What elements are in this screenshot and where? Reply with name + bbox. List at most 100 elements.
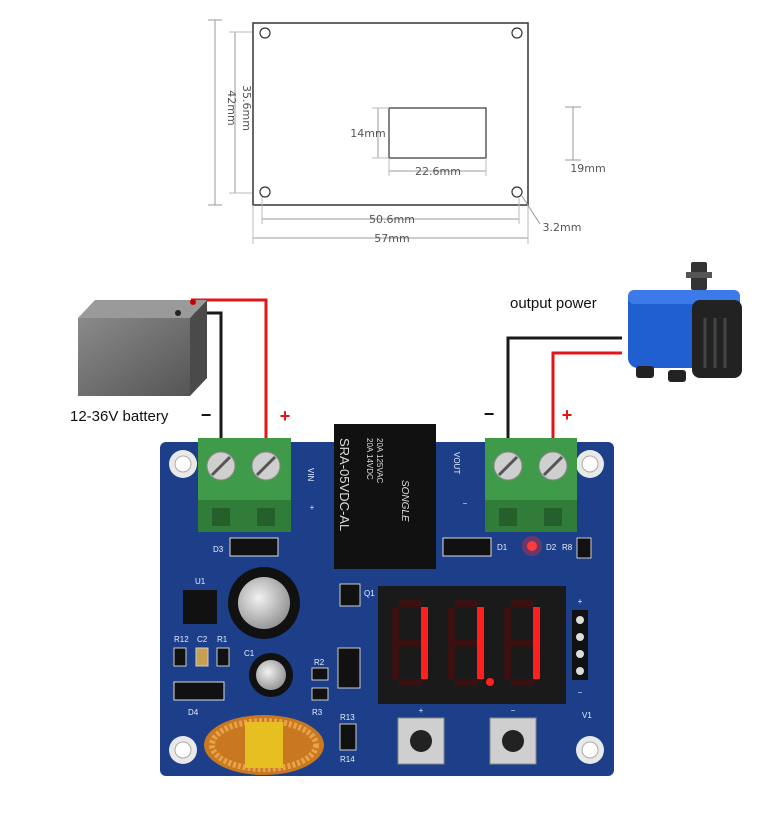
dim-height-inner: 35.6mm xyxy=(240,85,253,131)
transistor-q1 xyxy=(339,583,361,607)
u1-label: U1 xyxy=(195,577,206,586)
header-plus-label: + xyxy=(578,597,583,606)
board-outline xyxy=(252,22,529,206)
r14-label: R14 xyxy=(340,755,355,764)
resistor xyxy=(311,687,329,701)
dim-hole-spacing: 50.6mm xyxy=(369,213,415,226)
header-minus-label: − xyxy=(578,688,583,697)
r1-label: R1 xyxy=(217,635,228,644)
capacitor-c1 xyxy=(249,653,293,697)
vin-plus-pin: + xyxy=(310,503,315,512)
vout-minus-pin: − xyxy=(463,499,468,508)
output-minus-sign: − xyxy=(484,404,495,424)
pcb-board: VIN + SRA-05VDC-AL 20A 14VDC 20A 125VAC … xyxy=(160,424,614,776)
diode-d1 xyxy=(442,537,492,557)
d4-label: D4 xyxy=(188,708,199,717)
mount-hole xyxy=(511,186,523,198)
resistor-r2 xyxy=(311,667,329,681)
output-red-wire xyxy=(551,351,622,440)
segment-a xyxy=(399,600,421,607)
battery-minus-sign: − xyxy=(201,405,212,425)
relay: SRA-05VDC-AL 20A 14VDC 20A 125VAC SONGLE xyxy=(334,424,436,569)
segment-a xyxy=(511,600,533,607)
battery xyxy=(78,299,207,396)
decimal-point xyxy=(486,678,494,686)
wires xyxy=(177,298,622,440)
segment-a xyxy=(455,600,477,607)
mount-hole xyxy=(259,186,271,198)
segment-f xyxy=(504,607,511,643)
r2-label: R2 xyxy=(314,658,325,667)
d2-label: D2 xyxy=(546,543,557,552)
battery-red-wire xyxy=(191,298,268,440)
segment-d xyxy=(399,679,421,686)
d1-label: D1 xyxy=(497,543,508,552)
segment-e xyxy=(504,643,511,679)
output-label: output power xyxy=(510,295,597,312)
r3-label: R3 xyxy=(312,708,323,717)
vout-label: VOUT xyxy=(452,452,461,474)
plus-button[interactable] xyxy=(397,717,445,765)
segment-e xyxy=(448,643,455,679)
minus-button-label: − xyxy=(511,706,516,715)
minus-button[interactable] xyxy=(489,717,537,765)
r8-label: R8 xyxy=(562,543,573,552)
d3-label: D3 xyxy=(213,545,224,554)
segment-d xyxy=(511,679,533,686)
v1-label: V1 xyxy=(582,711,592,720)
c1-label: C1 xyxy=(244,649,255,658)
mount-hole xyxy=(259,27,271,39)
resistor-r8 xyxy=(576,537,592,559)
dim-display-width: 22.6mm xyxy=(415,165,461,178)
output-plus-sign: + xyxy=(562,405,573,425)
dim-display-height: 14mm xyxy=(350,127,385,140)
q1-label: Q1 xyxy=(364,589,375,598)
segment-b xyxy=(477,607,484,643)
segment-d xyxy=(455,679,477,686)
dimension-drawing: 42mm 35.6mm 14mm 22.6mm 19mm 50.6mm 57mm… xyxy=(208,19,606,245)
vin-label: VIN xyxy=(306,468,315,482)
r13-label: R13 xyxy=(340,713,355,722)
segment-c xyxy=(533,643,540,679)
resistor-r1 xyxy=(216,647,230,667)
plus-button-label: + xyxy=(419,706,424,715)
dim-component-height: 19mm xyxy=(570,162,605,175)
capacitor-c2 xyxy=(195,647,209,667)
output-terminal-block xyxy=(485,438,577,532)
toroid-inductor xyxy=(204,715,324,775)
pcb-mount-hole xyxy=(576,736,604,764)
mount-hole xyxy=(511,27,523,39)
dim-height-outer: 42mm xyxy=(225,90,238,125)
battery-label: 12-36V battery xyxy=(70,408,169,425)
segment-f xyxy=(392,607,399,643)
segment-c xyxy=(477,643,484,679)
pcb-mount-hole xyxy=(169,450,197,478)
diode-d3 xyxy=(229,537,279,557)
resistor-r13 xyxy=(339,723,357,751)
relay-brand: SONGLE xyxy=(399,480,410,522)
status-led xyxy=(527,541,537,551)
seven-segment-display xyxy=(378,586,566,704)
resistor-r12 xyxy=(173,647,187,667)
battery-plus-sign: + xyxy=(280,406,291,426)
segment-c xyxy=(421,643,428,679)
chip-u1 xyxy=(183,590,217,624)
segment-e xyxy=(392,643,399,679)
dim-width: 57mm xyxy=(374,232,409,245)
input-terminal-block xyxy=(198,438,291,532)
pcb-mount-hole xyxy=(576,450,604,478)
segment-f xyxy=(448,607,455,643)
diode-d4 xyxy=(173,681,225,701)
relay-rating-1: 20A 14VDC xyxy=(365,438,374,480)
segment-b xyxy=(421,607,428,643)
capacitor-large xyxy=(228,567,300,639)
resistor-array xyxy=(337,647,361,689)
segment-g xyxy=(511,639,533,647)
segment-g xyxy=(455,639,477,647)
water-pump xyxy=(628,262,742,382)
relay-rating-2: 20A 125VAC xyxy=(375,438,384,483)
c2-label: C2 xyxy=(197,635,208,644)
display-outline xyxy=(388,107,487,159)
r12-label: R12 xyxy=(174,635,189,644)
